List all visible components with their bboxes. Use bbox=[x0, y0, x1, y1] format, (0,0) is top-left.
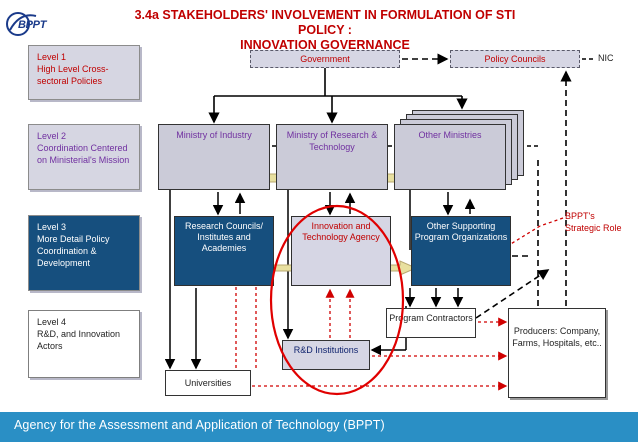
level-3-heading: Level 3 bbox=[37, 222, 67, 232]
ministry-of-industry-box: Ministry of Industry bbox=[158, 124, 270, 190]
level-2-description: Coordination Centered on Ministerial's M… bbox=[37, 143, 130, 165]
diagram-title: 3.4a STAKEHOLDERS' INVOLVEMENT IN FORMUL… bbox=[110, 8, 540, 53]
ministry-research-tech-box: Ministry of Research & Technology bbox=[276, 124, 388, 190]
level-3-description: More Detail Policy Coordination & Develo… bbox=[37, 234, 110, 268]
nic-label: NIC bbox=[598, 53, 614, 63]
universities-box: Universities bbox=[165, 370, 251, 396]
bppt-logo-graphic bbox=[6, 12, 37, 36]
level-2-box: Level 2 Coordination Centered on Ministe… bbox=[28, 124, 140, 190]
other-supporting-orgs-box: Other Supporting Program Organizations bbox=[411, 216, 511, 286]
policy-councils-box: Policy Councils bbox=[450, 50, 580, 68]
level-2-heading: Level 2 bbox=[37, 131, 67, 141]
bppt-logo-text: BPPT bbox=[18, 19, 47, 31]
level-1-heading: Level 1 bbox=[37, 52, 67, 62]
level-1-description: High Level Cross-sectoral Policies bbox=[37, 64, 109, 86]
bppt-strategic-role-label: BPPT's Strategic Role bbox=[565, 211, 622, 233]
footer-text: Agency for the Assessment and Applicatio… bbox=[14, 418, 385, 432]
bppt-logo bbox=[6, 8, 52, 42]
title-line-2: INNOVATION GOVERNANCE bbox=[240, 38, 410, 52]
producers-box: Producers: Company, Farms, Hospitals, et… bbox=[508, 308, 606, 398]
title-line-1: 3.4a STAKEHOLDERS' INVOLVEMENT IN FORMUL… bbox=[134, 8, 516, 37]
footer-bar bbox=[0, 412, 638, 442]
level-4-heading: Level 4 bbox=[37, 317, 67, 327]
level-1-box: Level 1 High Level Cross-sectoral Polici… bbox=[28, 45, 140, 100]
level-4-description: R&D, and Innovation Actors bbox=[37, 329, 121, 351]
level-3-box: Level 3 More Detail Policy Coordination … bbox=[28, 215, 140, 291]
research-councils-box: Research Councils/ Institutes and Academ… bbox=[174, 216, 274, 286]
level-4-box: Level 4 R&D, and Innovation Actors bbox=[28, 310, 140, 378]
innovation-agency-box: Innovation and Technology Agency bbox=[291, 216, 391, 286]
government-box: Government bbox=[250, 50, 400, 68]
other-ministries-box: Other Ministries bbox=[394, 124, 506, 190]
